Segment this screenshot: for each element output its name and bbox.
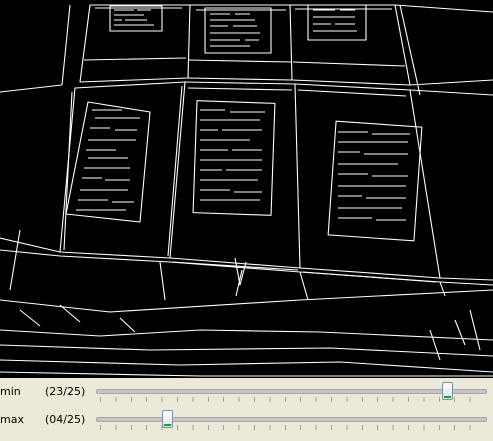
slider-groove bbox=[96, 389, 487, 394]
slider-max[interactable] bbox=[94, 408, 491, 430]
trackbar-label-min: min bbox=[0, 385, 21, 398]
edge-box-top-mid bbox=[187, 4, 293, 81]
trackbar-value-min: (23/25) bbox=[45, 385, 86, 398]
trackbar-row-min: min (23/25) bbox=[0, 378, 493, 404]
slider-thumb-max[interactable] bbox=[162, 410, 173, 428]
trackbar-value-max: (04/25) bbox=[45, 413, 86, 426]
slider-ticks bbox=[100, 397, 481, 402]
edge-box-mid-center bbox=[169, 81, 301, 269]
edge-label-1 bbox=[109, 5, 163, 32]
edge-label-2 bbox=[204, 7, 272, 54]
edge-label-3 bbox=[307, 4, 367, 41]
trackbar-label-max: max bbox=[0, 413, 24, 426]
trackbar-row-max: max (04/25) bbox=[0, 406, 493, 432]
edge-image bbox=[0, 4, 493, 377]
edge-box-mid-left bbox=[59, 81, 186, 259]
edge-box-top-left bbox=[79, 4, 191, 83]
edge-label-5 bbox=[192, 100, 276, 216]
edge-box-mid-right bbox=[294, 83, 441, 279]
trackbar-panel: min (23/25) max (04/25) bbox=[0, 378, 493, 441]
edge-box-bottom bbox=[0, 249, 493, 286]
edge-label-4 bbox=[65, 101, 151, 223]
slider-thumb-min[interactable] bbox=[442, 382, 453, 400]
slider-min[interactable] bbox=[94, 380, 491, 402]
image-viewport bbox=[0, 0, 493, 378]
edge-label-6 bbox=[327, 120, 423, 242]
slider-groove bbox=[96, 417, 487, 422]
slider-ticks bbox=[100, 425, 481, 430]
